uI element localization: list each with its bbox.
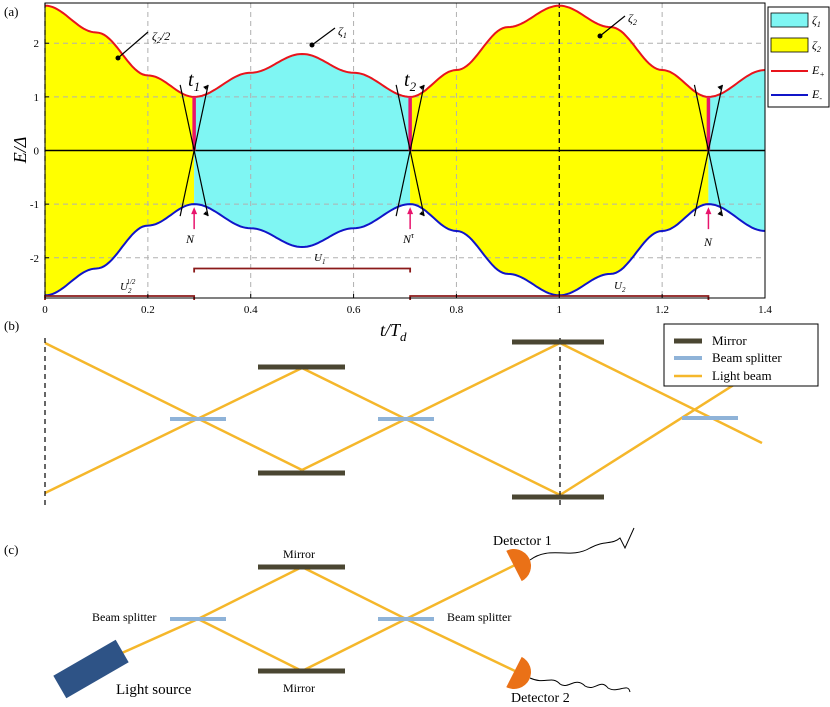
annot-pointer-2	[599, 15, 626, 37]
crossing-line-b-1	[395, 84, 425, 217]
bracket-1	[193, 267, 412, 273]
crossing-line-b-0	[179, 84, 209, 217]
x-axis-label: t/Td	[380, 320, 407, 344]
label-mirror-bottom: Mirror	[283, 681, 315, 695]
n-arrow-head-0	[191, 207, 198, 215]
beam-segment-c-2	[197, 617, 303, 673]
annot-zeta2: ζ2	[628, 11, 637, 27]
annot-N1: N	[185, 232, 195, 246]
annot-U2: U2	[614, 280, 626, 294]
crossing-arrowhead-up-1	[419, 84, 425, 90]
light-source-block	[53, 639, 129, 699]
y-tick-label-1: 1	[34, 92, 40, 104]
beam-segment-b-3	[301, 341, 561, 472]
crossing-arrowhead-down-0	[203, 211, 209, 217]
beam-segment-c-6	[405, 617, 516, 673]
annot-pointer-1	[311, 27, 336, 46]
x-tick-label-4: 0.8	[450, 304, 464, 316]
panel-b-diagram	[44, 338, 763, 508]
annot-zeta1: ζ1	[338, 24, 347, 40]
crossing-arrowhead-up-0	[203, 84, 209, 90]
x-tick-label-1: 0.2	[141, 304, 155, 316]
annot-t1: t1	[188, 69, 200, 94]
beam-segment-b-4	[559, 341, 763, 445]
detector-1-dome	[506, 549, 531, 582]
beam-segment-b-5	[559, 365, 763, 497]
legend-zeta2-swatch	[770, 37, 809, 53]
detector-2-wire	[529, 677, 631, 693]
label-light-source: Light source	[116, 682, 192, 698]
annot-U1: U1	[314, 252, 325, 266]
y-tick-label-4: -2	[30, 253, 39, 265]
legend-mirror-label: Mirror	[712, 333, 747, 348]
y-tick-label-0: 2	[34, 38, 40, 50]
panel-c-diagram	[53, 527, 635, 699]
annot-pointer-0	[117, 31, 149, 59]
annot-N3: N	[703, 235, 713, 249]
panel-label-c: (c)	[4, 542, 18, 557]
x-tick-label-7: 1.4	[758, 304, 772, 316]
legend-zeta1-label: ζ1	[812, 13, 821, 29]
crossing-line-b-2	[693, 84, 724, 217]
beam-segment-c-1	[197, 565, 303, 621]
crossing-arrowhead-down-1	[419, 211, 425, 217]
legend-zeta2-label: ζ2	[812, 38, 821, 54]
legend-splitter-label: Beam splitter	[712, 350, 782, 365]
y-tick-label-2: 0	[34, 146, 40, 158]
legend-eplus-label: E+	[811, 63, 825, 79]
detector-2-dome	[506, 656, 531, 689]
beam-segment-c-4	[301, 617, 407, 673]
crossing-arrowhead-down-2	[717, 211, 723, 217]
annot-zeta2-half: ζ2/2	[152, 29, 170, 45]
annot-N2: Nτ	[402, 231, 415, 246]
beam-segment-b-0	[44, 341, 303, 472]
legend-eminus-label: E-	[811, 87, 822, 103]
annot-pointer-head-2	[597, 33, 603, 39]
panel-a-chart: 0 0.2 0.4 0.6 0.8 1 1.2 1.4 2 1 0 -1 -2	[30, 2, 830, 316]
label-bs-right: Beam splitter	[447, 610, 511, 624]
y-axis-label: E/Δ	[10, 137, 30, 165]
series-line-eplus	[44, 4, 766, 98]
n-arrow-head-2	[705, 207, 712, 215]
crossing-arrowhead-up-2	[717, 84, 723, 90]
label-mirror-top: Mirror	[283, 547, 315, 561]
panel-label-a: (a)	[4, 4, 18, 19]
panel-label-b: (b)	[4, 318, 19, 333]
y-tick-label-3: -1	[30, 199, 39, 211]
legend-beam-label: Light beam	[712, 368, 772, 383]
legend-zeta1-swatch	[770, 12, 809, 28]
beam-segment-b-1	[44, 366, 303, 495]
series-line-eminus	[44, 203, 766, 297]
label-detector-2: Detector 2	[511, 691, 570, 706]
x-tick-label-0: 0	[42, 304, 48, 316]
beam-segment-b-2	[301, 366, 561, 497]
label-bs-left: Beam splitter	[92, 610, 156, 624]
x-tick-label-3: 0.6	[347, 304, 361, 316]
label-detector-1: Detector 1	[493, 534, 552, 549]
annot-U2-half: U21/2	[120, 278, 136, 295]
x-tick-label-6: 1.2	[655, 304, 669, 316]
annot-pointer-head-0	[115, 55, 121, 61]
x-tick-label-2: 0.4	[244, 304, 258, 316]
beam-segment-c-5	[405, 563, 516, 621]
annot-t2: t2	[404, 69, 417, 94]
detector-1-wire	[529, 527, 635, 561]
n-arrow-head-1	[407, 207, 414, 215]
x-tick-label-5: 1	[557, 304, 563, 316]
annot-pointer-head-1	[309, 42, 315, 48]
beam-segment-c-3	[301, 565, 407, 621]
